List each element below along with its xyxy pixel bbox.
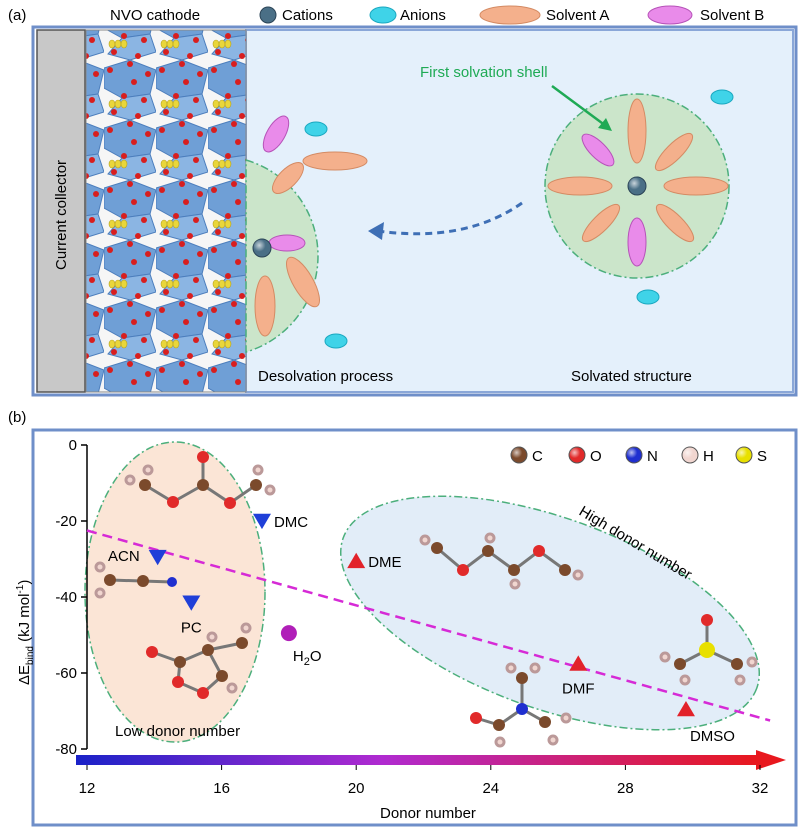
data-label-dme: DME: [368, 554, 401, 571]
x-tick-label: 24: [482, 780, 499, 797]
data-label-dmf: DMF: [562, 681, 595, 698]
y-tick-label: -20: [55, 513, 77, 530]
data-point-dmc: [252, 513, 271, 530]
data-point-pc: [182, 595, 201, 611]
y-axis-label: ΔEbind (kJ mol-1): [15, 580, 36, 685]
data-label-acn: ACN: [108, 548, 140, 565]
data-point-acn: [148, 549, 167, 566]
y-tick-label: 0: [69, 437, 77, 454]
legend-anion-icon: [369, 6, 397, 24]
anion: [324, 333, 348, 349]
legend-anions: Anions: [400, 7, 446, 24]
solvent-a-molecule: [581, 203, 621, 243]
data-point-dme: [347, 552, 366, 569]
y-tick-label: -40: [55, 589, 77, 606]
data-point-h2o: [280, 625, 297, 642]
solvent-b-molecule: [627, 217, 647, 267]
legend-cation-icon: [259, 6, 277, 24]
solvent-b-molecule: [268, 234, 306, 252]
x-tick-label: 20: [348, 780, 365, 797]
anion: [636, 289, 660, 305]
atom-highlight: [682, 447, 698, 463]
current-collector-label: Current collector: [53, 160, 70, 270]
x-tick-label: 12: [79, 780, 96, 797]
trend-line: [86, 529, 771, 722]
solvent-b-molecule: [262, 115, 290, 153]
solvent-a-molecule: [302, 151, 368, 171]
legend-solvent-a-icon: [479, 5, 541, 25]
solvent-a-molecule: [627, 98, 647, 164]
x-tick-label: 28: [617, 780, 634, 797]
y-tick-label: -60: [55, 665, 77, 682]
legend-cations: Cations: [282, 7, 333, 24]
pc-molecule: [146, 622, 252, 699]
atom-legend-label: N: [647, 448, 658, 465]
desolvation-cluster: [252, 115, 368, 349]
donor-number-colorbar: [76, 755, 756, 765]
desolvation-label: Desolvation process: [258, 368, 393, 385]
panel-a-label: (a): [8, 7, 26, 24]
anion: [304, 121, 328, 137]
desolvation-arrow: [377, 201, 523, 236]
solvated-label: Solvated structure: [571, 368, 692, 385]
shell-pointer-arrow: [551, 84, 607, 128]
anion: [710, 89, 734, 105]
low-donor-label: Low donor number: [115, 723, 240, 740]
atom-highlight: [569, 447, 585, 463]
solvent-a-molecule: [663, 176, 729, 196]
dme-molecule: [419, 532, 584, 590]
solvent-a-molecule: [271, 161, 305, 195]
solvent-b-molecule: [581, 133, 615, 167]
solvent-a-molecule: [254, 275, 276, 337]
data-label-dmc: DMC: [274, 514, 308, 531]
x-tick-label: 32: [752, 780, 769, 797]
panel-b-label: (b): [8, 409, 26, 426]
solvent-a-molecule: [654, 132, 694, 172]
x-axis-label: Donor number: [380, 805, 476, 822]
current-collector: [36, 29, 86, 393]
data-label-h2o: H2O: [293, 648, 322, 668]
atom-legend-label: C: [532, 448, 543, 465]
atom-legend-label: O: [590, 448, 602, 465]
atom-highlight: [736, 447, 752, 463]
dmc-molecule: [124, 451, 276, 509]
first-solvation-shell-label: First solvation shell: [420, 64, 548, 81]
atom-highlight: [511, 447, 527, 463]
shell-pointer-arrowhead: [598, 118, 612, 131]
atom-legend-label: S: [757, 448, 767, 465]
x-tick-label: 16: [213, 780, 230, 797]
low-donor-region: [84, 441, 266, 743]
solvated-cluster: [547, 98, 729, 267]
legend-solvent-b: Solvent B: [700, 7, 764, 24]
colorbar-arrowhead: [756, 750, 786, 770]
y-tick-label: -80: [55, 741, 77, 758]
solvent-a-molecule: [655, 203, 695, 243]
legend-cathode: NVO cathode: [110, 7, 200, 24]
dmf-molecule: [470, 662, 572, 748]
solvent-a-molecule: [286, 256, 320, 308]
data-point-dmso: [676, 701, 695, 717]
data-point-dmf: [569, 655, 588, 671]
panel-a: (a) NVO cathode Cations Anions Solvent A…: [8, 5, 798, 397]
data-label-pc: PC: [181, 620, 202, 637]
atom-legend-label: H: [703, 448, 714, 465]
panel-a-legend: NVO cathode Cations Anions Solvent A Sol…: [110, 5, 764, 25]
legend-solvent-b-icon: [647, 5, 693, 25]
solvent-a-molecule: [547, 176, 613, 196]
desolvation-arrowhead: [368, 222, 384, 240]
nvo-cathode-structure: [85, 29, 247, 393]
panel-b: (b) Low donor number High donor number: [8, 409, 798, 827]
data-label-dmso: DMSO: [690, 728, 735, 745]
acn-molecule: [94, 561, 177, 599]
dmso-molecule: [659, 614, 758, 686]
legend-solvent-a: Solvent A: [546, 7, 609, 24]
atom-highlight: [626, 447, 642, 463]
